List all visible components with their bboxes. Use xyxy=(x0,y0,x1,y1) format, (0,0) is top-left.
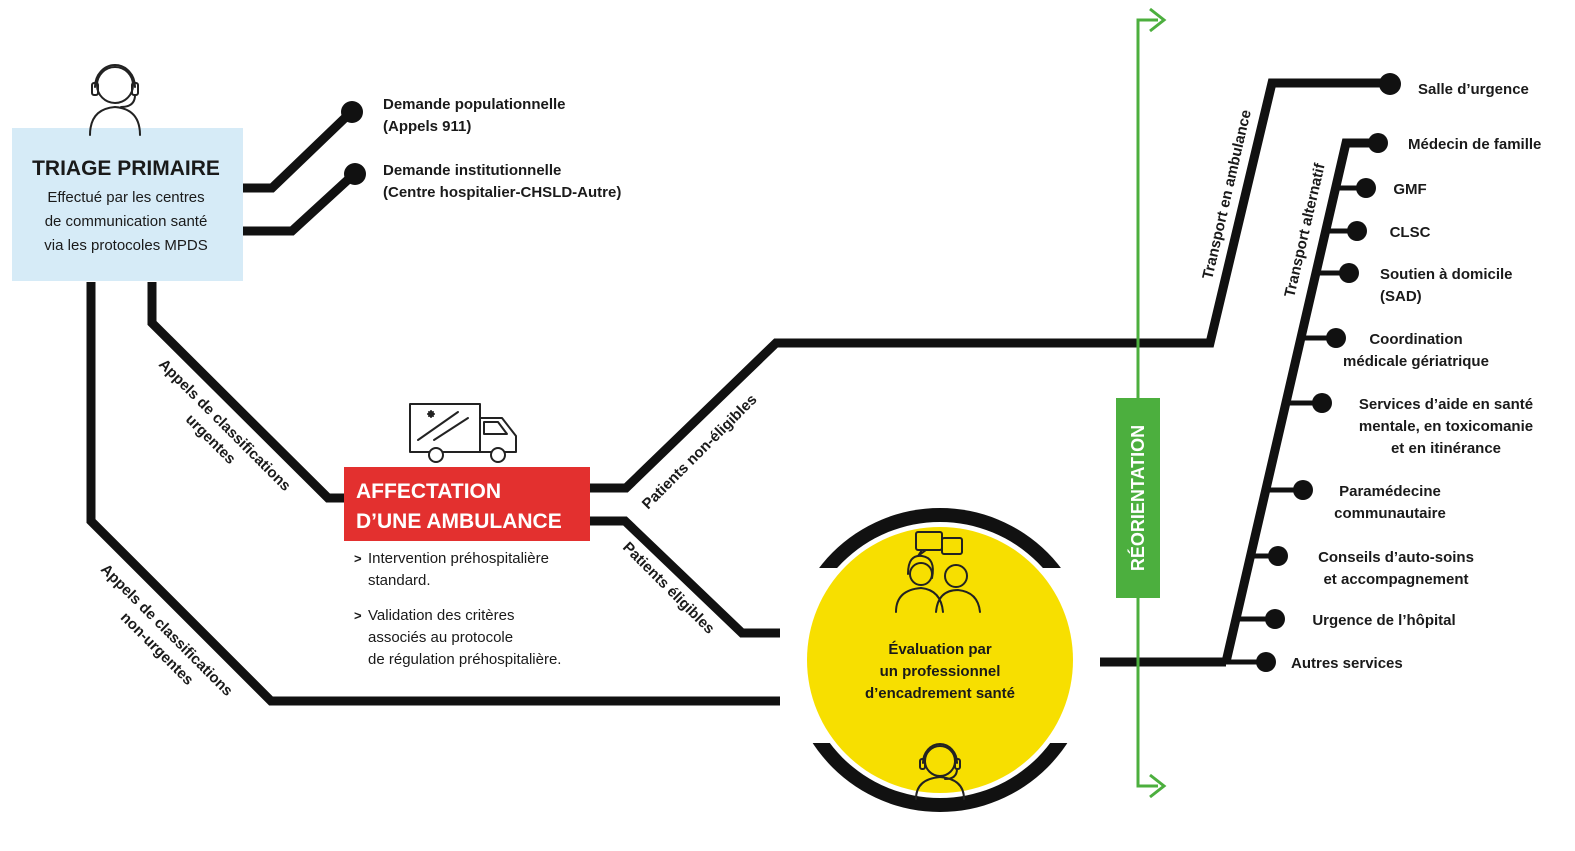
affectation-box xyxy=(344,467,590,541)
alternative-destination-2-line-0: CLSC xyxy=(1390,224,1431,241)
branch-dot-6 xyxy=(1293,480,1313,500)
line-demande-populationnelle xyxy=(243,111,352,193)
line-demande-institutionnelle xyxy=(243,172,356,236)
alternative-destination-1-line-0: GMF xyxy=(1393,181,1426,198)
endpoint-salle-urgence xyxy=(1379,73,1401,95)
alternative-destination-4-line-1: médicale gériatrique xyxy=(1343,353,1489,370)
alternative-branches xyxy=(1226,133,1388,672)
triage-primaire-desc-2: de communication santé xyxy=(45,213,208,230)
alternative-destination-6-line-0: Paramédecine xyxy=(1339,483,1441,500)
urgent-label-1: Appels de classifications xyxy=(155,356,294,495)
alternative-destination-5-line-0: Services d’aide en santé xyxy=(1359,396,1533,413)
bullet-1-line-1: Intervention préhospitalière xyxy=(368,550,549,567)
line-eligible xyxy=(590,516,793,638)
triage-primaire-desc-3: via les protocoles MPDS xyxy=(44,237,207,254)
branch-dot-1 xyxy=(1356,178,1376,198)
reorientation-line: RÉORIENTATION xyxy=(1116,7,1167,799)
affectation-title-2: D’UNE AMBULANCE xyxy=(356,510,562,533)
demande-2-line1: Demande institutionnelle xyxy=(383,162,561,179)
eligible-label: Patients éligibles xyxy=(619,539,718,638)
bullet-symbol-2: > xyxy=(354,608,362,623)
line-non-urgent-calls xyxy=(86,282,812,706)
alternative-destination-3-line-0: Soutien à domicile xyxy=(1380,266,1513,283)
branch-dot-7 xyxy=(1268,546,1288,566)
flow-lines xyxy=(86,78,1388,706)
alternative-destination-0-line-0: Médecin de famille xyxy=(1408,136,1541,153)
alternative-destination-3-line-1: (SAD) xyxy=(1380,288,1422,305)
reorientation-box xyxy=(1116,398,1160,598)
triage-primaire-desc-1: Effectué par les centres xyxy=(47,189,204,206)
endpoint-demande-institutionnelle xyxy=(344,163,366,185)
bullet-symbol-1: > xyxy=(354,551,362,566)
bullet-2-line-2: associés au protocole xyxy=(368,629,513,646)
bullet-1-line-2: standard. xyxy=(368,572,431,589)
branch-dot-4 xyxy=(1326,328,1346,348)
affectation-block: AFFECTATION D’UNE AMBULANCE > Interventi… xyxy=(344,403,590,668)
coevaluation-circle: CO-ÉVALUATION TRIAGE SECONDAIRE Évaluati… xyxy=(780,463,1100,851)
demande-1-line1: Demande populationnelle xyxy=(383,96,566,113)
triage-primaire-title: TRIAGE PRIMAIRE xyxy=(32,157,220,180)
branch-dot-3 xyxy=(1339,263,1359,283)
triage-primaire-box xyxy=(12,128,243,281)
alternative-destination-4-line-0: Coordination xyxy=(1369,331,1462,348)
branch-dot-8 xyxy=(1265,609,1285,629)
coevaluation-center-2: un professionnel xyxy=(880,663,1001,680)
demandes: Demande populationnelle (Appels 911) Dem… xyxy=(383,96,621,201)
branch-dot-9 xyxy=(1256,652,1276,672)
coevaluation-center-1: Évaluation par xyxy=(888,641,992,658)
branch-dot-2 xyxy=(1347,221,1367,241)
alternative-destination-5-line-2: et en itinérance xyxy=(1391,440,1501,457)
alternative-destination-9-line-0: Autres services xyxy=(1291,655,1403,672)
endpoint-demande-populationnelle xyxy=(341,101,363,123)
non-urgent-label-1: Appels de classifications xyxy=(97,561,236,700)
branch-dot-0 xyxy=(1368,133,1388,153)
coevaluation-center-fill xyxy=(807,527,1073,793)
bullet-2-line-1: Validation des critères xyxy=(368,607,514,624)
alternative-destination-5-line-1: mentale, en toxicomanie xyxy=(1359,418,1533,435)
professionals-chat-icon xyxy=(895,531,981,613)
alternative-destination-6-line-1: communautaire xyxy=(1334,505,1446,522)
triage-primaire-block: TRIAGE PRIMAIRE Effectué par les centres… xyxy=(12,128,243,281)
demande-2-line2: (Centre hospitalier-CHSLD-Autre) xyxy=(383,184,621,201)
destinations: Salle d’urgence xyxy=(1418,81,1529,98)
ambulance-icon xyxy=(409,403,517,463)
demande-1-line2: (Appels 911) xyxy=(383,118,471,135)
alternative-destination-7-line-0: Conseils d’auto-soins xyxy=(1318,549,1474,566)
affectation-bullets: > Intervention préhospitalière standard.… xyxy=(354,550,561,668)
alternative-destination-8-line-0: Urgence de l’hôpital xyxy=(1312,612,1455,629)
affectation-title-1: AFFECTATION xyxy=(356,480,501,503)
reorientation-label: RÉORIENTATION xyxy=(1127,425,1148,571)
destination-salle-urgence: Salle d’urgence xyxy=(1418,81,1529,98)
line-urgent-calls xyxy=(147,282,344,503)
bullet-2-line-3: de régulation préhospitalière. xyxy=(368,651,561,668)
line-non-eligible xyxy=(590,78,1388,493)
agent-headset-icon-secondary xyxy=(915,743,965,800)
coevaluation-center-3: d’encadrement santé xyxy=(865,685,1015,702)
agent-headset-icon xyxy=(89,64,141,136)
alternative-destination-7-line-1: et accompagnement xyxy=(1323,571,1468,588)
branch-dot-5 xyxy=(1312,393,1332,413)
